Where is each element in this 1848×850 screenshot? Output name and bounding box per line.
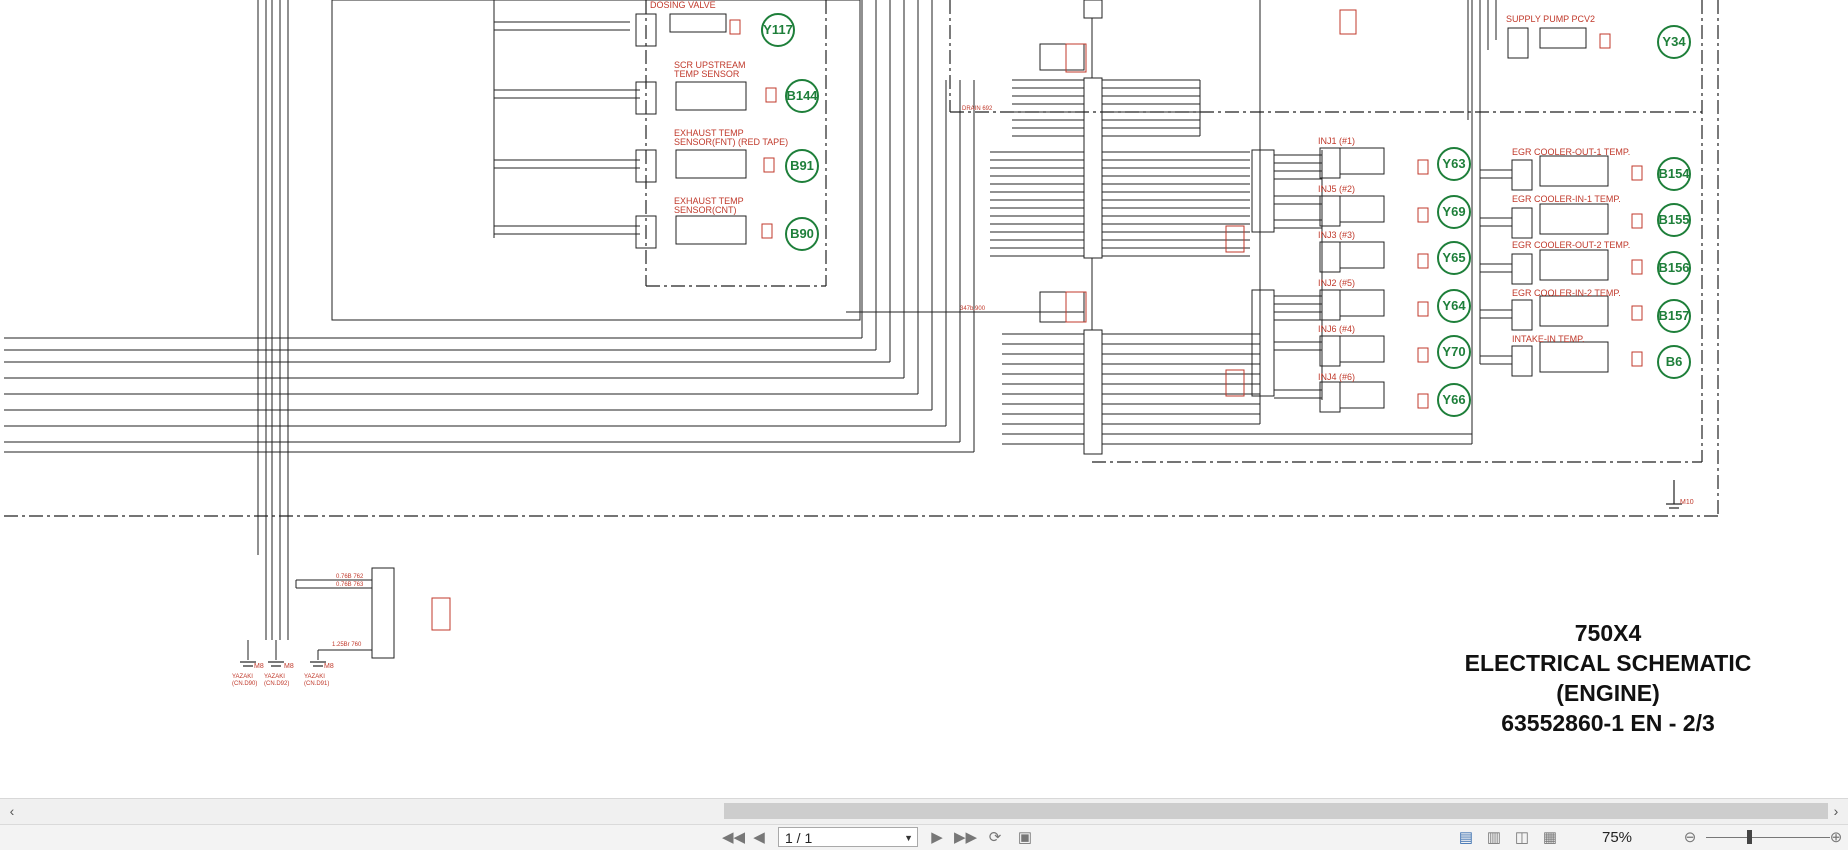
title-schematic: ELECTRICAL SCHEMATIC — [1464, 650, 1752, 676]
component-y34: Y34 — [1662, 34, 1686, 49]
ground-label-1: M8 — [254, 663, 264, 670]
component-y66: Y66 — [1442, 392, 1465, 407]
scroll-left-icon[interactable]: ‹ — [9, 803, 15, 819]
component-y64: Y64 — [1442, 298, 1466, 313]
svg-text:SENSOR(CNT): SENSOR(CNT) — [674, 205, 737, 215]
component-b6: B6 — [1666, 354, 1683, 369]
title-model: 750X4 — [1574, 620, 1642, 646]
two-continuous-icon[interactable]: ▦ — [1542, 829, 1558, 846]
svg-text:INJ4 (#6): INJ4 (#6) — [1318, 372, 1355, 382]
component-b91: B91 — [790, 158, 814, 173]
zoom-level[interactable]: 75% — [1602, 829, 1633, 846]
svg-text:EGR COOLER-IN-2 TEMP.: EGR COOLER-IN-2 TEMP. — [1512, 288, 1621, 298]
ground-caption-1: YAZAKI — [232, 674, 253, 680]
single-page-icon[interactable]: ▤ — [1458, 829, 1474, 846]
ground-label-2: M8 — [284, 663, 294, 670]
svg-text:EXHAUST TEMP: EXHAUST TEMP — [674, 128, 744, 138]
ground-caption-3: YAZAKI — [304, 674, 325, 680]
ground-label-3: M8 — [324, 663, 334, 670]
rotate-icon[interactable]: ⟳ — [988, 829, 1002, 846]
fit-icon[interactable]: ▣ — [1017, 829, 1033, 846]
horizontal-scrollbar[interactable]: ‹ › — [0, 798, 1848, 825]
svg-text:SUPPLY PUMP PCV2: SUPPLY PUMP PCV2 — [1506, 14, 1595, 24]
component-y65: Y65 — [1442, 250, 1465, 265]
component-b155: B155 — [1658, 212, 1689, 227]
svg-text:DOSING VALVE: DOSING VALVE — [650, 0, 716, 10]
svg-text:INJ6 (#4): INJ6 (#4) — [1318, 324, 1355, 334]
zoom-out-icon[interactable]: ⊖ — [1683, 829, 1697, 846]
zoom-slider-thumb[interactable] — [1747, 830, 1752, 844]
svg-text:SENSOR(FNT) (RED TAPE): SENSOR(FNT) (RED TAPE) — [674, 137, 788, 147]
continuous-icon[interactable]: ▥ — [1486, 829, 1502, 846]
prev-page-icon[interactable]: ◀ — [753, 829, 765, 846]
first-page-icon[interactable]: ◀◀ — [722, 829, 746, 846]
svg-text:INJ2 (#5): INJ2 (#5) — [1318, 278, 1355, 288]
title-part-number: 63552860-1 EN - 2/3 — [1501, 710, 1715, 736]
zoom-in-icon[interactable]: ⊕ — [1829, 829, 1843, 846]
component-y117: Y117 — [763, 22, 793, 37]
ground-sub-2: (CN.D92) — [264, 681, 289, 687]
page-dropdown-icon[interactable]: ▼ — [904, 833, 913, 843]
svg-text:EXHAUST TEMP: EXHAUST TEMP — [674, 196, 744, 206]
svg-text:EGR COOLER-OUT-2 TEMP.: EGR COOLER-OUT-2 TEMP. — [1512, 240, 1630, 250]
component-b154: B154 — [1658, 166, 1690, 181]
ground-caption-2: YAZAKI — [264, 674, 285, 680]
svg-text:INTAKE-IN TEMP.: INTAKE-IN TEMP. — [1512, 334, 1585, 344]
title-block: 750X4 ELECTRICAL SCHEMATIC (ENGINE) 6355… — [1448, 618, 1768, 738]
two-page-icon[interactable]: ◫ — [1514, 829, 1530, 846]
title-section: (ENGINE) — [1556, 680, 1660, 706]
ground-label-m10: M10 — [1680, 499, 1694, 506]
component-b156: B156 — [1658, 260, 1689, 275]
bus-label: 347b,900 — [960, 306, 986, 312]
svg-text:INJ5 (#2): INJ5 (#2) — [1318, 184, 1355, 194]
component-y63: Y63 — [1442, 156, 1465, 171]
page-number-value: 1 / 1 — [785, 830, 813, 846]
document-viewport[interactable]: DOSING VALVE SCR UPSTREAM TEMP SENSOR EX… — [0, 0, 1848, 798]
component-ids — [761, 13, 1691, 417]
component-b90: B90 — [790, 226, 814, 241]
wire-label-763: 0.76B 763 — [336, 582, 364, 588]
component-b144: B144 — [786, 88, 818, 103]
page-number-field[interactable]: 1 / 1 ▼ — [778, 827, 918, 847]
zoom-slider[interactable] — [1706, 837, 1830, 838]
ground-sub-1: (CN.D90) — [232, 681, 257, 687]
component-y69: Y69 — [1442, 204, 1465, 219]
component-b157: B157 — [1658, 308, 1689, 323]
drain-label: DRAIN 692 — [962, 106, 993, 112]
schematic-drawing: DOSING VALVE SCR UPSTREAM TEMP SENSOR EX… — [4, 0, 1719, 687]
svg-text:EGR COOLER-OUT-1 TEMP.: EGR COOLER-OUT-1 TEMP. — [1512, 147, 1630, 157]
wire-label-760: 1.25Br 760 — [332, 642, 362, 648]
component-y70: Y70 — [1442, 344, 1465, 359]
scrollbar-thumb[interactable] — [724, 803, 1828, 819]
svg-text:SCR UPSTREAM: SCR UPSTREAM — [674, 60, 746, 70]
last-page-icon[interactable]: ▶▶ — [954, 829, 978, 846]
svg-text:TEMP SENSOR: TEMP SENSOR — [674, 69, 740, 79]
svg-text:INJ1 (#1): INJ1 (#1) — [1318, 136, 1355, 146]
scroll-right-icon[interactable]: › — [1833, 803, 1839, 819]
wire-label-762: 0.76B 762 — [336, 574, 364, 580]
next-page-icon[interactable]: ▶ — [931, 829, 943, 846]
svg-text:INJ3 (#3): INJ3 (#3) — [1318, 230, 1355, 240]
viewer-toolbar: ◀◀ ◀ 1 / 1 ▼ ▶ ▶▶ ⟳ ▣ ▤ ▥ ◫ ▦ 75% ⊖ ⊕ — [0, 824, 1848, 850]
svg-text:EGR COOLER-IN-1 TEMP.: EGR COOLER-IN-1 TEMP. — [1512, 194, 1621, 204]
ground-sub-3: (CN.D91) — [304, 681, 329, 687]
